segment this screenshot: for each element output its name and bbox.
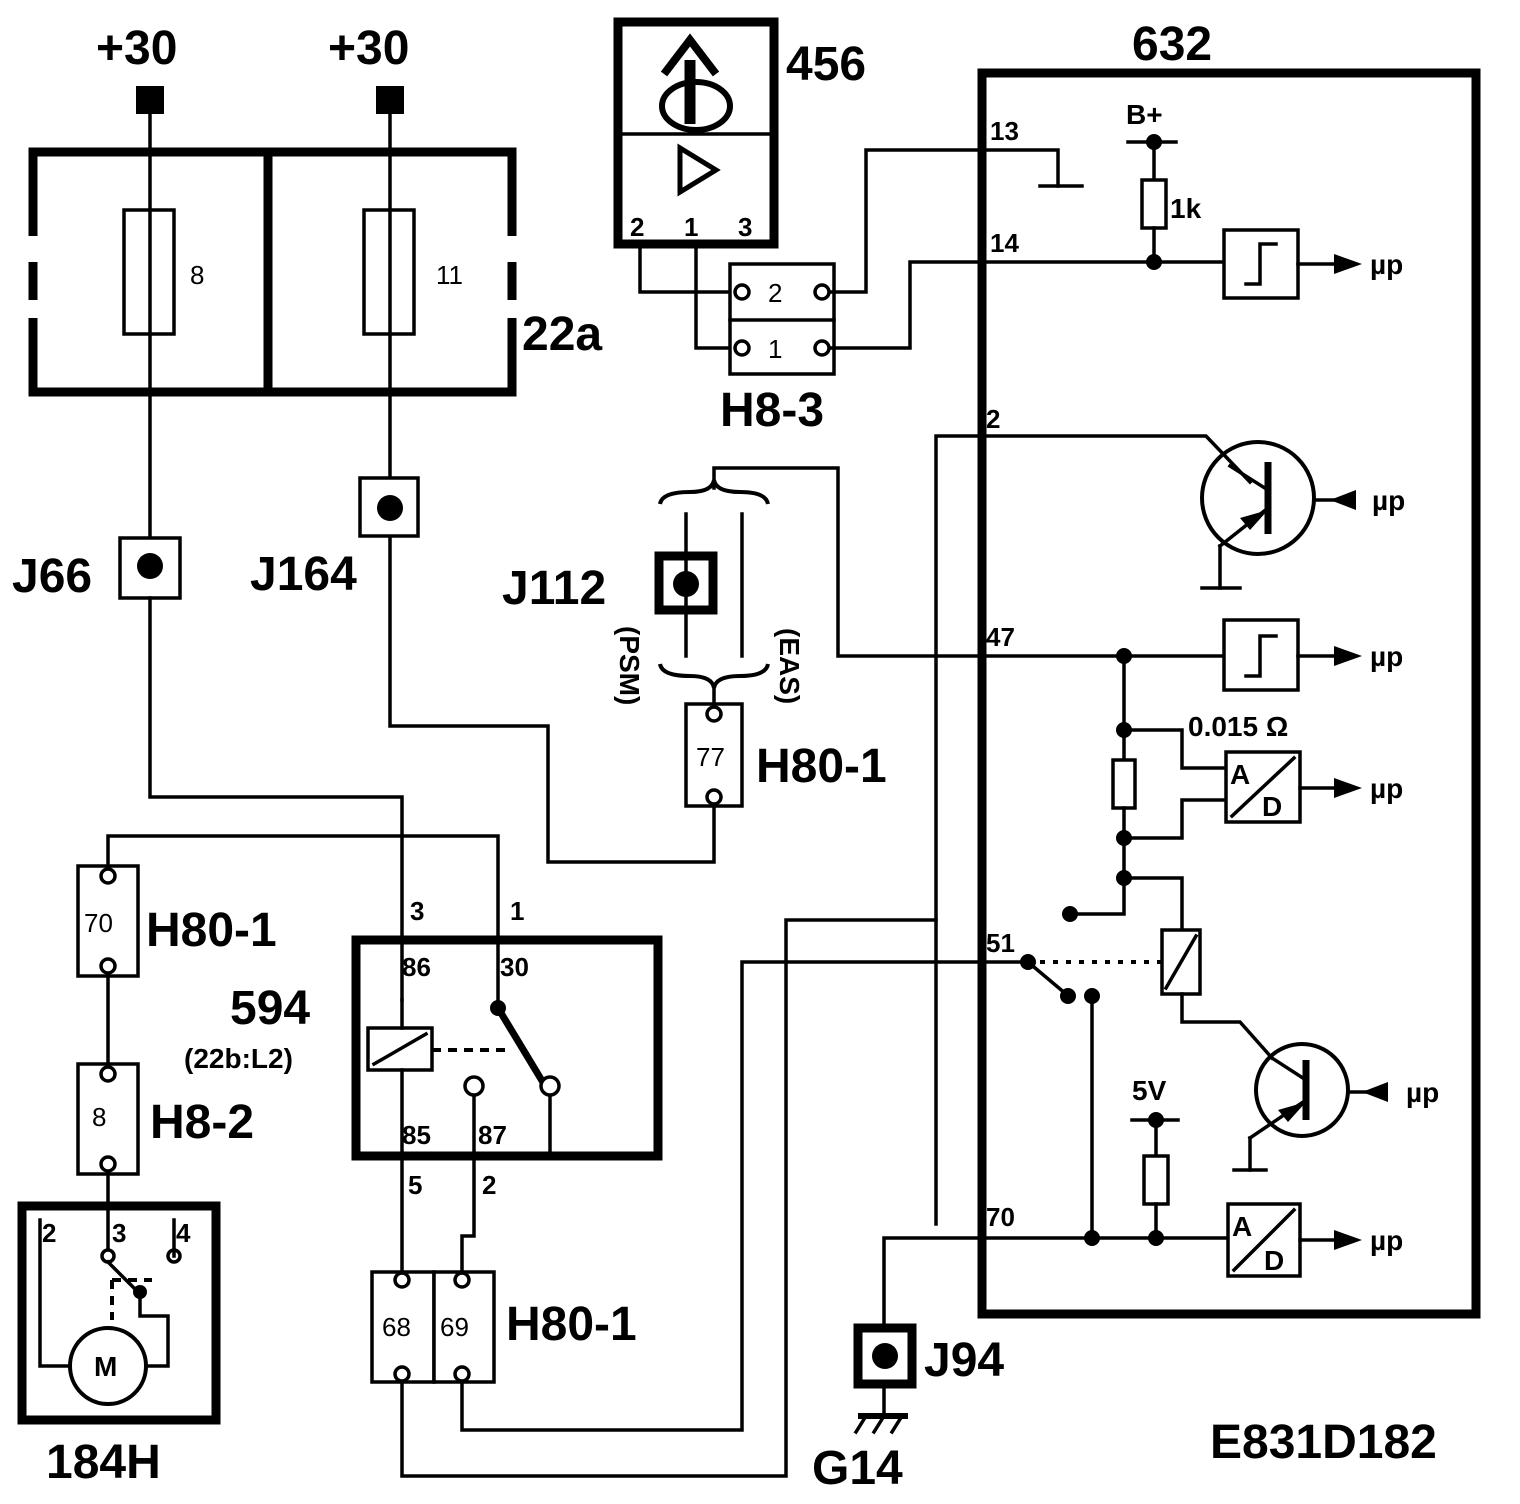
h80-70-pin: 70 [84, 908, 113, 938]
j94-label: J94 [924, 1334, 1004, 1387]
supply-right-label: +30 [328, 22, 409, 75]
fuse-right-label: 11 [436, 260, 463, 290]
h80-pin-69: 69 [440, 1312, 469, 1342]
sensor-456 [613, 17, 779, 249]
h80-68-69-label: H80-1 [506, 1298, 637, 1351]
motor-pin-3: 3 [112, 1218, 126, 1248]
j164-label: J164 [250, 548, 357, 601]
connector-h80-1-68-69 [370, 1270, 496, 1384]
relay-wire-5: 5 [408, 1170, 422, 1200]
module-pin-70: 70 [986, 1202, 1015, 1232]
relay-wire-1: 1 [510, 896, 524, 926]
up-label-5: µp [1406, 1077, 1439, 1108]
relay-594-ref: (22b:L2) [184, 1043, 293, 1074]
transistor-2 [1254, 1042, 1350, 1138]
relay-pin-86: 86 [402, 952, 431, 982]
supply-b-plus-label: B+ [1126, 99, 1163, 130]
shunt-resistor [1111, 758, 1137, 810]
up-label-4: µp [1370, 773, 1403, 804]
h8-3-pin-2: 2 [768, 278, 782, 308]
motor-symbol [68, 1326, 148, 1406]
supply-left-label: +30 [96, 22, 177, 75]
up-label-3: µp [1370, 641, 1403, 672]
module-pin-51: 51 [986, 928, 1015, 958]
motor-pin-2: 2 [42, 1218, 56, 1248]
sensor-456-label: 456 [786, 38, 866, 91]
psm-label: (PSM) [614, 626, 645, 705]
transistor-1 [1200, 440, 1316, 556]
h8-3-pin-1: 1 [768, 334, 782, 364]
resistor-1k-label: 1k [1170, 193, 1202, 224]
motor-pin-4: 4 [176, 1218, 191, 1248]
h8-3-label: H8-3 [720, 384, 824, 437]
h8-2-label: H8-2 [150, 1096, 254, 1149]
j112-label: J112 [502, 562, 606, 615]
ad1-a: A [1230, 759, 1250, 790]
shunt-label: 0.015 Ω [1188, 711, 1288, 742]
supply-terminal-right [376, 86, 404, 114]
relay-wire-3: 3 [410, 896, 424, 926]
relay-pin-30: 30 [500, 952, 529, 982]
relay-594-label: 594 [230, 982, 310, 1035]
up-label-1: µp [1370, 249, 1403, 280]
h80-77-pin: 77 [696, 742, 725, 772]
schmitt-trigger-1 [1222, 228, 1300, 300]
h80-pin-68: 68 [382, 1312, 411, 1342]
eas-label: (EAS) [774, 628, 805, 704]
h80-77-label: H80-1 [756, 740, 887, 793]
h80-70-label: H80-1 [146, 904, 277, 957]
module-pin-2: 2 [986, 404, 1000, 434]
connector-j112 [654, 551, 718, 615]
supply-5v-label: 5V [1132, 1075, 1167, 1106]
motor-184h [17, 1201, 221, 1425]
module-pin-47: 47 [986, 622, 1015, 652]
sensor-pin-1: 1 [684, 212, 698, 242]
connector-h8-3 [728, 262, 836, 376]
sensor-pin-3: 3 [738, 212, 752, 242]
up-label-6: µp [1370, 1225, 1403, 1256]
motor-m-label: M [94, 1351, 117, 1382]
sensor-pin-2: 2 [630, 212, 644, 242]
ad1-d: D [1262, 791, 1282, 822]
module-632-label: 632 [1132, 18, 1212, 71]
fuse-left-label: 8 [190, 260, 204, 290]
relay-pin-87: 87 [478, 1120, 507, 1150]
module-632 [977, 68, 1481, 1319]
relay-594 [351, 935, 663, 1161]
ad2-d: D [1264, 1245, 1284, 1276]
resistor-5v-pullup [1142, 1154, 1170, 1206]
motor-184h-label: 184H [46, 1436, 161, 1489]
resistor-1k [1140, 178, 1168, 230]
relay-wire-2: 2 [482, 1170, 496, 1200]
g14-label: G14 [812, 1442, 903, 1495]
h8-2-pin: 8 [92, 1102, 106, 1132]
j66-label: J66 [12, 550, 92, 603]
module-pin-14: 14 [990, 228, 1019, 258]
supply-terminal-left [136, 86, 164, 114]
diagram-code: E831D182 [1210, 1416, 1437, 1469]
fuse-block-label: 22a [522, 308, 602, 361]
relay-pin-85: 85 [402, 1120, 431, 1150]
ad2-a: A [1232, 1211, 1252, 1242]
module-pin-13: 13 [990, 116, 1019, 146]
up-label-2: µp [1372, 485, 1405, 516]
